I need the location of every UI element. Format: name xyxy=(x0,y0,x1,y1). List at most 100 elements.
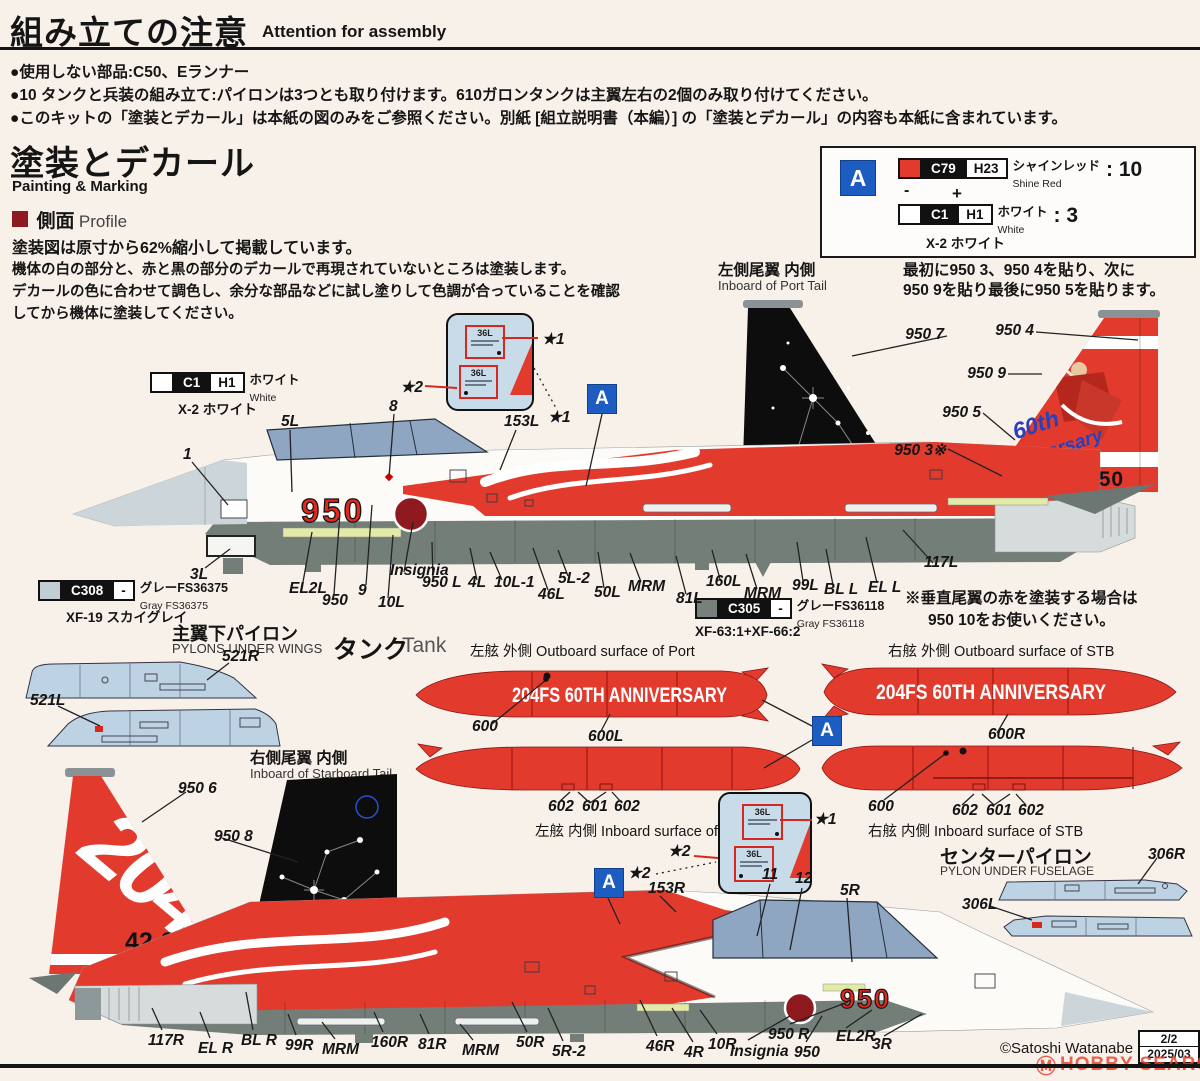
callout-label: 5R xyxy=(840,882,860,899)
callout-label: EL L xyxy=(868,579,902,596)
decal-36l-box: 36L xyxy=(734,846,774,882)
callout-label: 306L xyxy=(962,896,998,913)
callout-label: Insignia xyxy=(390,562,449,579)
header-rule xyxy=(0,47,1200,50)
callout-label: 153L xyxy=(504,413,540,430)
section-title-en: Painting & Marking xyxy=(12,178,148,195)
paint-chip-white: C1 H1 ホワイト White : 3 xyxy=(898,204,1078,238)
paint-name-en: Shine Red xyxy=(1012,177,1062,190)
callout-label: 50R xyxy=(516,1034,545,1051)
bottom-profile-illustration: 204 42-8950 950 xyxy=(29,768,1155,1043)
tamiya-equivalent: XF-63:1+XF-66:2 xyxy=(695,624,801,639)
red-square-icon xyxy=(12,211,28,227)
callout-label: 521L xyxy=(30,692,66,709)
page-number: 2/2 xyxy=(1160,1032,1178,1046)
painting-instructions: デカールの色に合わせて調色し、余分な部品などに試し塗りして色調が合っていることを… xyxy=(12,284,620,300)
decal-36l-box: 36L xyxy=(465,325,505,359)
callout-label: 4R xyxy=(684,1044,704,1061)
mix-ratio: : 3 xyxy=(1053,204,1079,227)
gray-swatch-icon xyxy=(38,580,62,601)
callout-label: 950 4 xyxy=(995,322,1034,339)
callout-label: 5R-2 xyxy=(552,1043,586,1060)
pylon-starboard-illustration xyxy=(25,661,258,699)
callout-label: BL L xyxy=(824,581,859,598)
callout-label: 10L xyxy=(378,594,405,611)
callout-label: 5L-2 xyxy=(558,570,590,587)
painting-instructions: 機体の白の部分と、赤と黒の部分のデカールで再現されていないところは塗装します。 xyxy=(12,262,576,278)
minus-mark: - xyxy=(904,182,910,199)
callout-label: ★2 xyxy=(628,865,651,882)
page-title-en: Attention for assembly xyxy=(262,22,447,41)
copyright: ©Satoshi Watanabe xyxy=(1000,1040,1134,1057)
callout-label: 3L xyxy=(190,566,209,583)
center-pylon-title-jp: センターパイロン xyxy=(940,847,1092,868)
callout-label: EL R xyxy=(198,1040,234,1057)
decal-detail-inset: 36L 36L xyxy=(446,313,534,411)
callout-label: Insignia xyxy=(730,1043,789,1060)
callout-label: 46L xyxy=(538,586,565,603)
decal-detail-inset: 36L 36L xyxy=(718,792,812,894)
paint-chip-gray-fs36118: C305 - グレーFS36118 Gray FS36118 xyxy=(695,598,884,632)
wing-pylon-title-jp: 主翼下パイロン xyxy=(172,624,298,644)
callout-label: MRM xyxy=(322,1041,360,1058)
paint-code: - xyxy=(769,598,792,619)
callout-label: 600L xyxy=(588,728,624,745)
tank-anniversary-text: 204FS 60TH ANNIVERSARY xyxy=(876,681,1106,704)
section-title: 塗装とデカール xyxy=(10,145,255,183)
callout-label: 1 xyxy=(183,446,192,463)
tank-title-jp: タンク xyxy=(333,636,409,664)
assembly-note: ●使用しない部品:C50、Eランナー xyxy=(10,64,250,81)
callout-label: 46R xyxy=(646,1038,675,1055)
paint-code: C305 xyxy=(719,598,770,619)
callout-label: 601 xyxy=(986,802,1012,819)
callout-label: ★2 xyxy=(668,843,691,860)
callout-label: 160L xyxy=(706,573,742,590)
plus-mark: + xyxy=(952,184,962,203)
callout-label: 117R xyxy=(148,1032,184,1049)
gray-swatch-icon xyxy=(695,598,719,619)
paint-name-jp: グレーFS36118 xyxy=(796,599,885,613)
callout-label: 10L-1 xyxy=(494,574,535,591)
paint-name-en: Gray FS36118 xyxy=(796,617,865,630)
assembly-note: ●このキットの「塗装とデカール」は本紙の図のみをご参照ください。別紙 [組立説明… xyxy=(10,110,1068,127)
callout-label: 950 7 xyxy=(905,326,944,343)
callout-label: 81R xyxy=(418,1036,447,1053)
callout-label: 3R xyxy=(872,1036,892,1053)
callout-label: 950 5 xyxy=(942,404,981,421)
callout-label: 950 xyxy=(322,592,348,609)
decal-36l-box: 36L xyxy=(742,804,783,840)
tamiya-equivalent: X-2 ホワイト xyxy=(178,402,257,417)
tamiya-equivalent: XF-19 スカイグレイ xyxy=(66,610,188,625)
tank-caption: 右舷 内側 Inboard surface of STB xyxy=(868,824,1084,840)
decal-label: 36L xyxy=(754,807,771,817)
paint-name-en: Gray FS36375 xyxy=(139,599,209,612)
profile-heading-jp: 側面 xyxy=(36,211,75,232)
pylon-port-illustration xyxy=(46,708,281,747)
callout-label: 4L xyxy=(468,574,487,591)
callout-label: 600 xyxy=(472,718,498,735)
footer-rule xyxy=(0,1064,1200,1068)
port-tail-title-jp: 左側尾翼 内側 xyxy=(718,262,816,279)
paint-code: C79 xyxy=(922,158,965,179)
tank-anniversary-text: 204FS 60TH ANNIVERSARY xyxy=(512,684,727,707)
callout-label: 117L xyxy=(924,554,959,571)
callout-label: ★2 xyxy=(400,379,423,396)
decal-label: 36L xyxy=(746,849,762,859)
white-swatch-icon xyxy=(898,204,922,225)
paint-name-en: White xyxy=(997,223,1025,236)
callout-label: EL2R xyxy=(836,1028,876,1045)
paint-code: H1 xyxy=(957,204,993,225)
paint-code: H1 xyxy=(209,372,245,393)
tank-stb-outboard-illustration: 204FS 60TH ANNIVERSARY xyxy=(820,663,1177,721)
tank-port-inboard-illustration xyxy=(415,743,801,791)
callout-label: 50L xyxy=(594,584,621,601)
callout-label: MRM xyxy=(462,1042,500,1059)
port-tail-title-en: Inboard of Port Tail xyxy=(718,278,827,293)
painting-instructions: してから機体に塗装してください。 xyxy=(12,306,243,322)
callout-label: EL2L xyxy=(289,580,327,597)
decal-label: 36L xyxy=(477,328,493,338)
paint-code: C308 xyxy=(62,580,113,601)
callout-label: 8 xyxy=(389,398,398,415)
